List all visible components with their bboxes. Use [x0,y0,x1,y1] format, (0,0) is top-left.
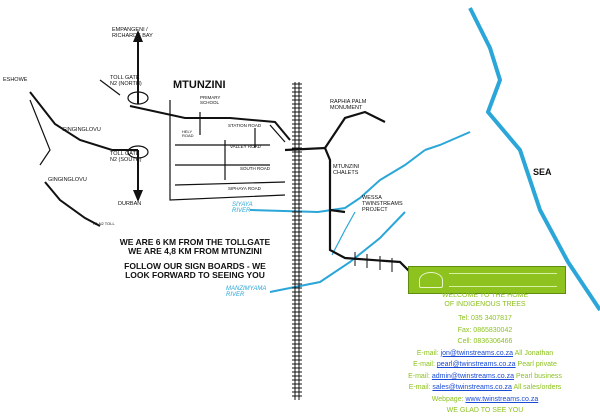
email-note: Pearl business [515,372,562,380]
cell-text: Cell: 0836306466 [457,338,513,345]
to-n2-label: TO N2 TOLL [92,221,115,226]
valley-road-label: VALLEY ROAD [230,144,261,149]
email-label: E-mail: [413,361,435,368]
empangeni-label: EMPANGENI / RICHARDS BAY [112,27,153,39]
gingindlovu-label-1: GINGINGLOVU [62,127,101,133]
manzimyama-river-label: MANZIMYAMA RIVER [226,286,267,299]
access-road [284,110,411,273]
raphia-label: RAPHIA PALM MONUMENT [330,99,367,111]
email-note: All Jonathan [514,349,554,357]
glad-text: WE GLAD TO SEE YOU [446,407,524,414]
email-row-1: E-mail: jon@twinstreams.co.za All Jonath… [370,348,600,360]
route-map [29,7,600,400]
gingindlovu-label-2: GINGINGLOVU [48,177,87,183]
email-label: E-mail: [416,349,439,357]
wessa-label: WESSA TWINSTREAMS PROJECT [362,195,403,213]
mtunzini-label: MTUNZINI [173,79,226,91]
email-link-sales[interactable]: sales@twinstreams.co.za [432,384,512,391]
coastline [468,7,600,312]
tel-text: Tel: 035 3407817 [458,315,512,322]
river-branch [331,211,356,256]
email-link-admin[interactable]: admin@twinstreams.co.za [431,372,515,380]
siyaya-river-upper [424,131,471,151]
siyaya-river-label: SIYAYA RIVER [232,202,253,215]
email-link-pearl[interactable]: pearl@twinstreams.co.za [436,361,516,368]
toll-north-label: TOLL GATE N2 (NORTH) [110,75,142,87]
siyaya-river-line [249,149,426,214]
email-label: E-mail: [408,372,430,380]
welcome-text: WELCOME TO THE HOME OF INDIGENOUS TREES [441,292,529,308]
railway [294,82,300,400]
email-note: All sales/orders [513,384,562,391]
webpage-label: Webpage: [431,395,464,403]
south-road-label: SOUTH ROAD [240,166,271,171]
signboard-notice: FOLLOW OUR SIGN BOARDS - WE LOOK FORWARD… [124,261,266,280]
distance-notice: WE ARE 6 km FROM THE TOLLGATE WE ARE 4,8… [119,237,271,256]
siphaya-road-label: SIPHAYA ROAD [228,186,261,191]
email-row-2: E-mail: pearl@twinstreams.co.za Pearl pr… [370,359,600,371]
webpage-link[interactable]: www.twinstreams.co.za [465,395,539,403]
manzimyama-river-line [269,211,406,293]
email-row-3: E-mail: admin@twinstreams.co.za Pearl bu… [370,371,600,383]
fax-text: Fax: 0865830042 [457,326,513,334]
primary-school-label: PRIMARY SCHOOL [200,95,221,105]
railway-ties [292,83,302,397]
eshowe-label: ESHOWE [3,77,28,83]
hely-road-label: HELY ROAD [182,129,194,139]
webpage-row: Webpage: www.twinstreams.co.za [370,394,600,406]
email-label: E-mail: [408,384,431,391]
station-road-label: STATION ROAD [228,123,262,128]
south-arrow [133,190,143,202]
chalets-label: MTUNZINI CHALETS [333,164,360,176]
email-link-jon[interactable]: jon@twinstreams.co.za [440,349,514,357]
n2-roads [29,40,291,227]
sea-label: SEA [533,167,552,177]
interchange [29,79,149,166]
email-row-4: E-mail: sales@twinstreams.co.za All sale… [370,382,600,394]
sign-board-lettering [449,273,557,287]
roadside-markers [354,252,393,272]
town-streets [169,100,286,201]
durban-label: DURBAN [118,201,142,207]
contact-info: WELCOME TO THE HOME OF INDIGENOUS TREES … [370,292,600,417]
toll-south-label: TOLL GATE N2 (SOUTH) [110,151,142,163]
north-arrow [133,30,143,42]
email-note: Pearl private [517,361,557,368]
twinstreams-sign-board [408,266,566,294]
tree-logo-icon [419,272,443,288]
